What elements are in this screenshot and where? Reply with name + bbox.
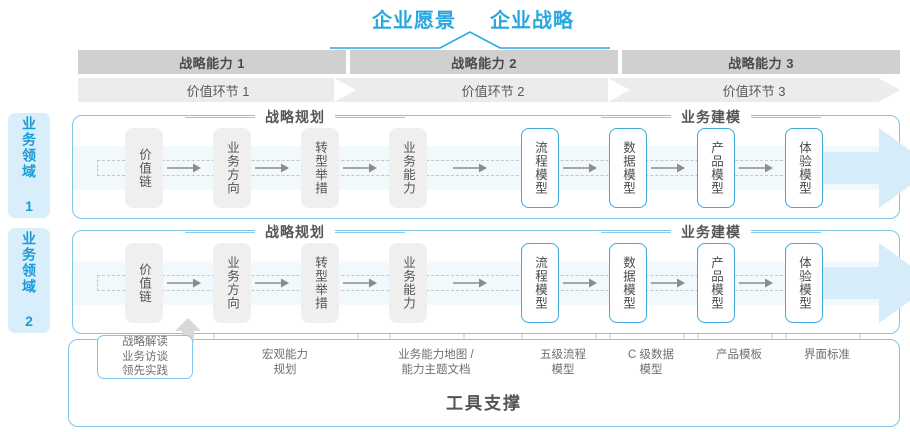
capability-cell-3[interactable]: 战略能力 3 [622, 50, 900, 74]
node-business-direction[interactable]: 业务方向 [213, 243, 251, 323]
tool-box-strategy-inputs[interactable]: 战略解读 业务访谈 领先实践 [97, 335, 193, 379]
node-product-model[interactable]: 产品模型 [697, 243, 735, 323]
node-data-model[interactable]: 数据模型 [609, 128, 647, 208]
row-2-section-planning: 战略规划 [185, 222, 405, 242]
node-process-model[interactable]: 流程模型 [521, 243, 559, 323]
node-process-model[interactable]: 流程模型 [521, 128, 559, 208]
tool-support-panel: 战略解读 业务访谈 领先实践 宏观能力 规划 业务能力地图 / 能力主题文档 五… [68, 318, 900, 427]
node-label: 业务能力 [401, 141, 415, 195]
node-label: 转型举措 [313, 141, 327, 195]
sec-line-left [185, 231, 255, 233]
node-label: 流程模型 [533, 141, 547, 195]
domain-1-label: 业务领域 1 [21, 115, 37, 216]
node-label: 数据模型 [621, 141, 635, 195]
sec-line-left [601, 116, 671, 118]
node-label: 体验模型 [797, 256, 811, 310]
sec-line-right [751, 116, 821, 118]
tool-label-c-level-data: C 级数据 模型 [628, 349, 674, 376]
node-label: 业务方向 [225, 141, 239, 195]
domain-row-1: 战略规划 业务建模 价值链 业务方向 转型举措 业务能力 流程模型 数据模型 产… [72, 107, 910, 219]
sidebar-item-domain-2[interactable]: 业务领域 2 [8, 228, 50, 333]
row-2-section-modeling: 业务建模 [601, 222, 821, 242]
node-business-capability[interactable]: 业务能力 [389, 243, 427, 323]
node-label: 产品模型 [709, 141, 723, 195]
sec-line-left [185, 116, 255, 118]
node-transformation-action[interactable]: 转型举措 [301, 128, 339, 208]
row-1-section-modeling: 业务建模 [601, 107, 821, 127]
tool-label-capability-map: 业务能力地图 / 能力主题文档 [398, 349, 474, 376]
row-1-section-planning: 战略规划 [185, 107, 405, 127]
value-link-cell-2[interactable]: 价值环节 2 [356, 78, 630, 102]
tool-uplink-arrow-icon [175, 318, 201, 342]
node-label: 业务方向 [225, 256, 239, 310]
value-link-chevron-3 [878, 78, 900, 102]
sec-label: 战略规划 [255, 107, 335, 127]
node-experience-model[interactable]: 体验模型 [785, 128, 823, 208]
tool-support-title: 工具支撑 [446, 394, 522, 413]
node-label: 价值链 [137, 262, 151, 304]
enterprise-vision-title: 企业愿景 [372, 10, 456, 32]
sec-line-right [335, 116, 405, 118]
value-link-bar-row: 价值环节 1 价值环节 2 价值环节 3 [78, 78, 900, 102]
node-value-chain[interactable]: 价值链 [125, 243, 163, 323]
node-value-chain[interactable]: 价值链 [125, 128, 163, 208]
node-label: 流程模型 [533, 256, 547, 310]
value-link-cell-3[interactable]: 价值环节 3 [630, 78, 878, 102]
node-label: 业务能力 [401, 256, 415, 310]
sec-line-right [751, 231, 821, 233]
node-business-capability[interactable]: 业务能力 [389, 128, 427, 208]
value-link-cell-1[interactable]: 价值环节 1 [78, 78, 358, 102]
capability-bar-row: 战略能力 1 战略能力 2 战略能力 3 [78, 50, 900, 74]
tool-label-macro-capability: 宏观能力 规划 [262, 349, 308, 376]
capability-cell-2[interactable]: 战略能力 2 [350, 50, 618, 74]
sec-label: 战略规划 [255, 222, 335, 242]
sec-line-left [601, 231, 671, 233]
node-label: 转型举措 [313, 256, 327, 310]
sec-line-right [335, 231, 405, 233]
sec-label: 业务建模 [671, 107, 751, 127]
node-experience-model[interactable]: 体验模型 [785, 243, 823, 323]
domain-2-label: 业务领域 2 [21, 230, 37, 331]
node-data-model[interactable]: 数据模型 [609, 243, 647, 323]
tent-connector-icon [330, 31, 610, 49]
tool-label-ui-standard: 界面标准 [804, 349, 850, 361]
node-label: 价值链 [137, 147, 151, 189]
enterprise-strategy-title: 企业战略 [490, 10, 574, 32]
capability-cell-1[interactable]: 战略能力 1 [78, 50, 346, 74]
node-label: 产品模型 [709, 256, 723, 310]
tool-label-product-template: 产品模板 [716, 349, 762, 361]
sidebar-item-domain-1[interactable]: 业务领域 1 [8, 113, 50, 218]
node-transformation-action[interactable]: 转型举措 [301, 243, 339, 323]
tool-label-five-level-process: 五级流程 模型 [540, 349, 586, 376]
node-product-model[interactable]: 产品模型 [697, 128, 735, 208]
node-label: 体验模型 [797, 141, 811, 195]
node-business-direction[interactable]: 业务方向 [213, 128, 251, 208]
sec-label: 业务建模 [671, 222, 751, 242]
node-label: 数据模型 [621, 256, 635, 310]
